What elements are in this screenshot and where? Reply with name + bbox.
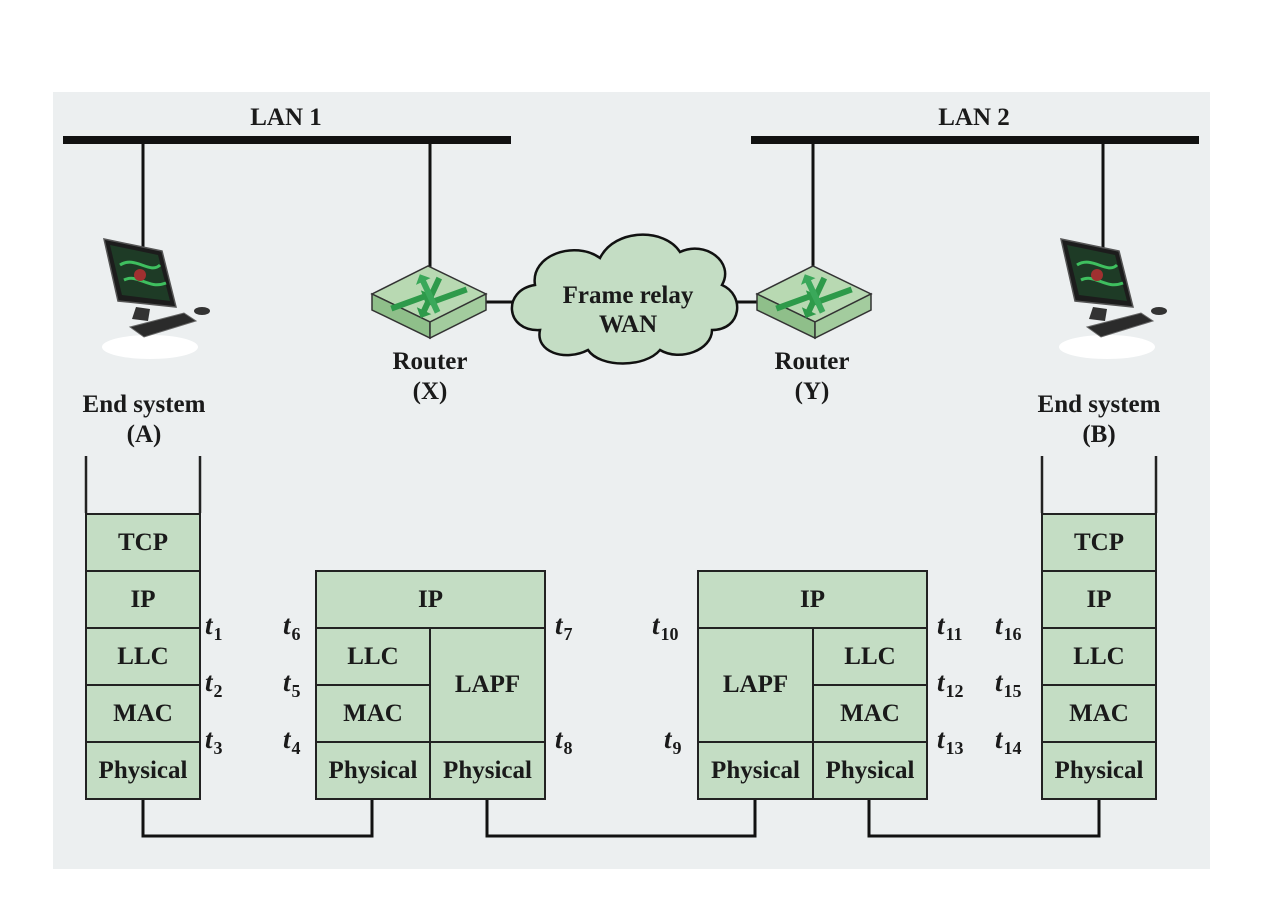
router-x-icon (370, 265, 488, 340)
stack-x-physical-lan: Physical (315, 741, 431, 800)
physical-link-x-y (485, 799, 757, 838)
router-y-label: Router (Y) (742, 347, 882, 407)
stack-x-mac: MAC (315, 684, 431, 743)
timestamp-t5: t5 (283, 667, 301, 701)
stack-b-mac: MAC (1041, 684, 1157, 743)
router-y-icon (755, 265, 873, 340)
router-x-name: Router (392, 348, 468, 375)
router-x-id: (X) (412, 378, 448, 405)
timestamp-t14: t14 (995, 724, 1022, 758)
wan-label-line2: WAN (598, 311, 658, 338)
stack-y-ip: IP (697, 570, 928, 629)
stack-b-tcp: TCP (1041, 513, 1157, 572)
lan2-bus (751, 136, 1199, 144)
timestamp-t1: t1 (205, 610, 223, 644)
end-system-a-name: End system (82, 391, 206, 418)
timestamp-t2: t2 (205, 667, 223, 701)
router-x-label: Router (X) (360, 347, 500, 407)
timestamp-t8: t8 (555, 724, 573, 758)
timestamp-t7: t7 (555, 610, 573, 644)
stack-y-mac: MAC (812, 684, 928, 743)
stack-y-physical-lan: Physical (812, 741, 928, 800)
end-system-b-name: End system (1037, 391, 1161, 418)
end-system-a-id: (A) (126, 421, 162, 448)
stack-b-ip: IP (1041, 570, 1157, 629)
computer-a-icon (102, 238, 210, 359)
stack-a-llc: LLC (85, 627, 201, 686)
stack-x-physical-wan: Physical (429, 741, 546, 800)
end-system-a-label: End system (A) (54, 390, 234, 450)
physical-link-y-b (867, 799, 1101, 838)
stack-y-llc: LLC (812, 627, 928, 686)
stack-x-llc: LLC (315, 627, 431, 686)
timestamp-t9: t9 (664, 724, 682, 758)
diagram-panel (53, 92, 1210, 869)
lan2-label: LAN 2 (938, 104, 1010, 131)
computer-b-icon (1059, 238, 1167, 359)
wan-label-line1: Frame relay (562, 282, 694, 309)
stack-a-tcp: TCP (85, 513, 201, 572)
timestamp-t13: t13 (937, 724, 964, 758)
stack-a-ip: IP (85, 570, 201, 629)
timestamp-t6: t6 (283, 610, 301, 644)
timestamp-t16: t16 (995, 610, 1022, 644)
stack-x-lapf: LAPF (429, 627, 546, 743)
router-y-id: (Y) (794, 378, 830, 405)
stack-b-physical: Physical (1041, 741, 1157, 800)
stack-y-lapf: LAPF (697, 627, 814, 743)
stack-x-ip: IP (315, 570, 546, 629)
timestamp-t10: t10 (652, 610, 679, 644)
lan1-label: LAN 1 (250, 104, 322, 131)
stack-y-physical-wan: Physical (697, 741, 814, 800)
stack-a-physical: Physical (85, 741, 201, 800)
frame-relay-cloud-icon (510, 233, 739, 365)
stack-a-mac: MAC (85, 684, 201, 743)
timestamp-t11: t11 (937, 610, 963, 644)
wan-label: Frame relay WAN (540, 281, 716, 339)
lan1-bus (63, 136, 511, 144)
timestamp-t3: t3 (205, 724, 223, 758)
end-system-b-label: End system (B) (1009, 390, 1189, 450)
timestamp-t4: t4 (283, 724, 301, 758)
physical-link-a-x (141, 799, 374, 838)
end-system-b-id: (B) (1082, 421, 1116, 448)
timestamp-t12: t12 (937, 667, 964, 701)
router-y-name: Router (774, 348, 850, 375)
stack-b-llc: LLC (1041, 627, 1157, 686)
timestamp-t15: t15 (995, 667, 1022, 701)
